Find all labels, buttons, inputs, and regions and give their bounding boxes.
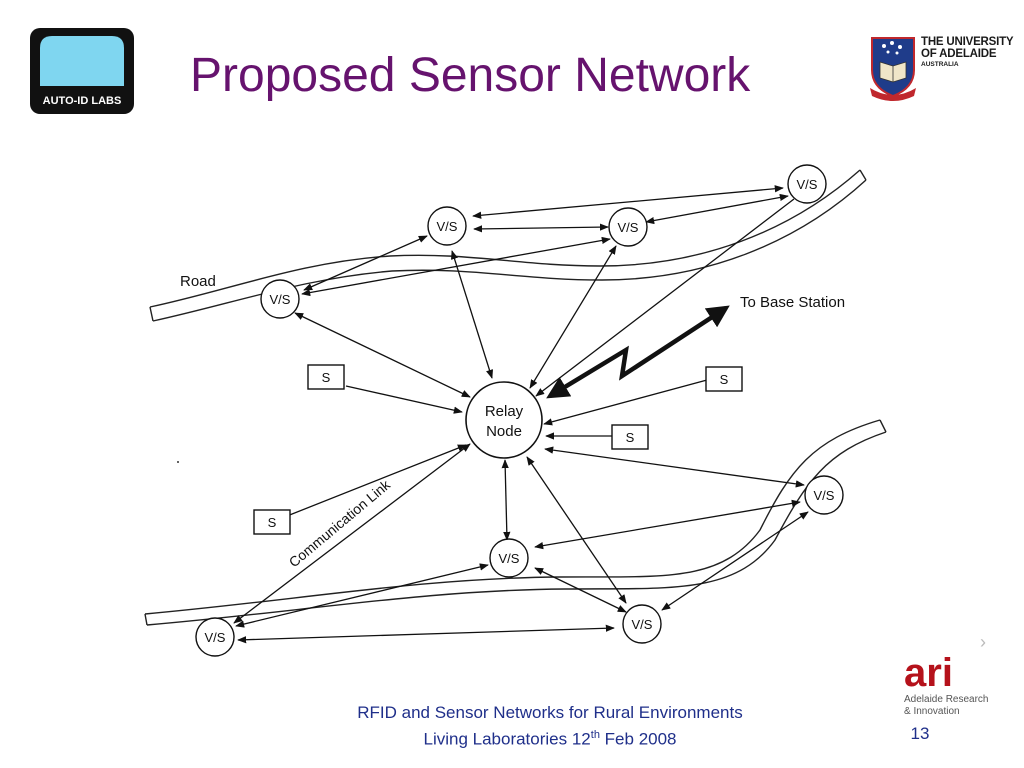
auto-id-logo-text: AUTO-ID LABS [43,95,122,107]
ari-caption: Adelaide Research & Innovation [904,694,989,718]
sensor-box: S [611,424,649,450]
vs-label: V/S [814,488,835,503]
sensor-label: S [322,370,331,385]
vs-label: V/S [499,551,520,566]
vs-label: V/S [270,292,291,307]
vs-label: V/S [797,177,818,192]
vs-node: V/S [489,538,529,578]
base-station-label: To Base Station [740,294,845,311]
ari-logo: › ari [904,632,986,695]
sensor-box: S [253,509,291,535]
road-label: Road [180,273,216,290]
page-number: 13 [910,724,930,743]
footer-line2: Living Laboratories 12th Feb 2008 [423,729,677,749]
university-name-line1: THE UNIVERSITY [921,36,1014,48]
ari-logo-text: ari [904,651,953,695]
sensor-label: S [720,372,729,387]
base-station-link [546,305,730,399]
university-crest-icon [870,37,916,101]
ari-caption-line2: & Innovation [904,706,960,717]
vs-label: V/S [618,220,639,235]
vs-label: V/S [205,630,226,645]
sensor-box: S [705,366,743,392]
ari-caption-line1: Adelaide Research [904,694,989,705]
auto-id-labs-logo: AUTO-ID LABS [30,28,134,114]
sensor-label: S [626,430,635,445]
university-name: THE UNIVERSITY OF ADELAIDE AUSTRALIA [921,36,1021,69]
footer: RFID and Sensor Networks for Rural Envir… [300,702,800,751]
vs-node: V/S [608,207,648,247]
vs-node: V/S [787,164,827,204]
vs-node: V/S [260,279,300,319]
sensor-label: S [268,515,277,530]
vs-label: V/S [632,617,653,632]
sensor-box: S [307,364,345,390]
communication-link-label: Communication Link [286,476,394,570]
university-country: AUSTRALIA [921,61,959,68]
university-name-line2: OF ADELAIDE [921,48,997,60]
relay-label-line1: Relay [485,403,524,420]
footer-line1: RFID and Sensor Networks for Rural Envir… [357,703,743,722]
vs-node: V/S [804,475,844,515]
speck [177,461,179,463]
communication-links [233,185,809,644]
slide-title: Proposed Sensor Network [190,49,751,102]
relay-label-line2: Node [486,423,522,440]
vs-node: V/S [622,604,662,644]
vs-node: V/S [427,206,467,246]
vs-label: V/S [437,219,458,234]
relay-node: Relay Node [465,381,543,459]
vs-node: V/S [195,617,235,657]
svg-text:›: › [980,632,986,652]
